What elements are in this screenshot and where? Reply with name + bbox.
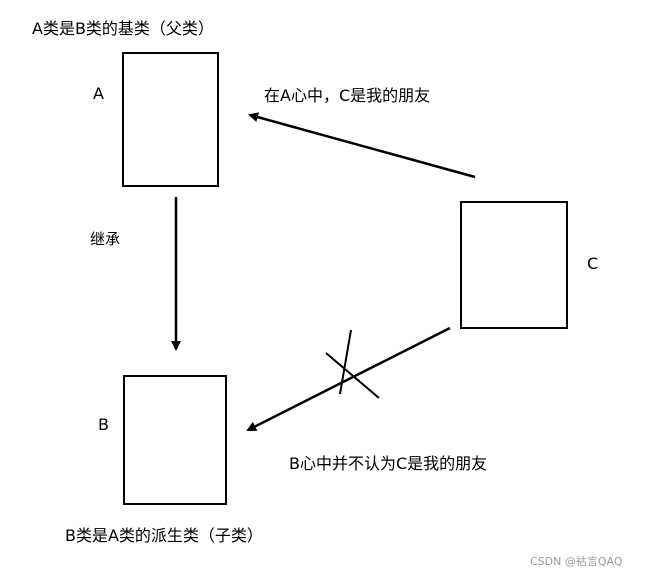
box-a-label: A: [93, 84, 104, 103]
bottom-caption: B类是A类的派生类（子类）: [65, 526, 263, 545]
watermark: CSDN @祜言QAQ: [530, 555, 623, 568]
non-friend-arrow-to-b: [246, 326, 451, 432]
inherit-label: 继承: [90, 230, 121, 248]
friend-of-a-text: 在A心中，C是我的朋友: [264, 86, 431, 105]
box-b: [123, 375, 227, 505]
box-a: [122, 52, 219, 187]
box-c-label: C: [587, 254, 599, 273]
top-caption: A类是B类的基类（父类）: [32, 19, 214, 38]
not-friend-of-b-text: B心中并不认为C是我的朋友: [289, 454, 488, 473]
friend-arrow-to-a: [248, 112, 476, 179]
cross-out-stroke-1: [339, 329, 352, 395]
box-b-label: B: [98, 415, 109, 434]
box-c: [460, 201, 568, 329]
cross-out-stroke-2: [325, 352, 380, 399]
